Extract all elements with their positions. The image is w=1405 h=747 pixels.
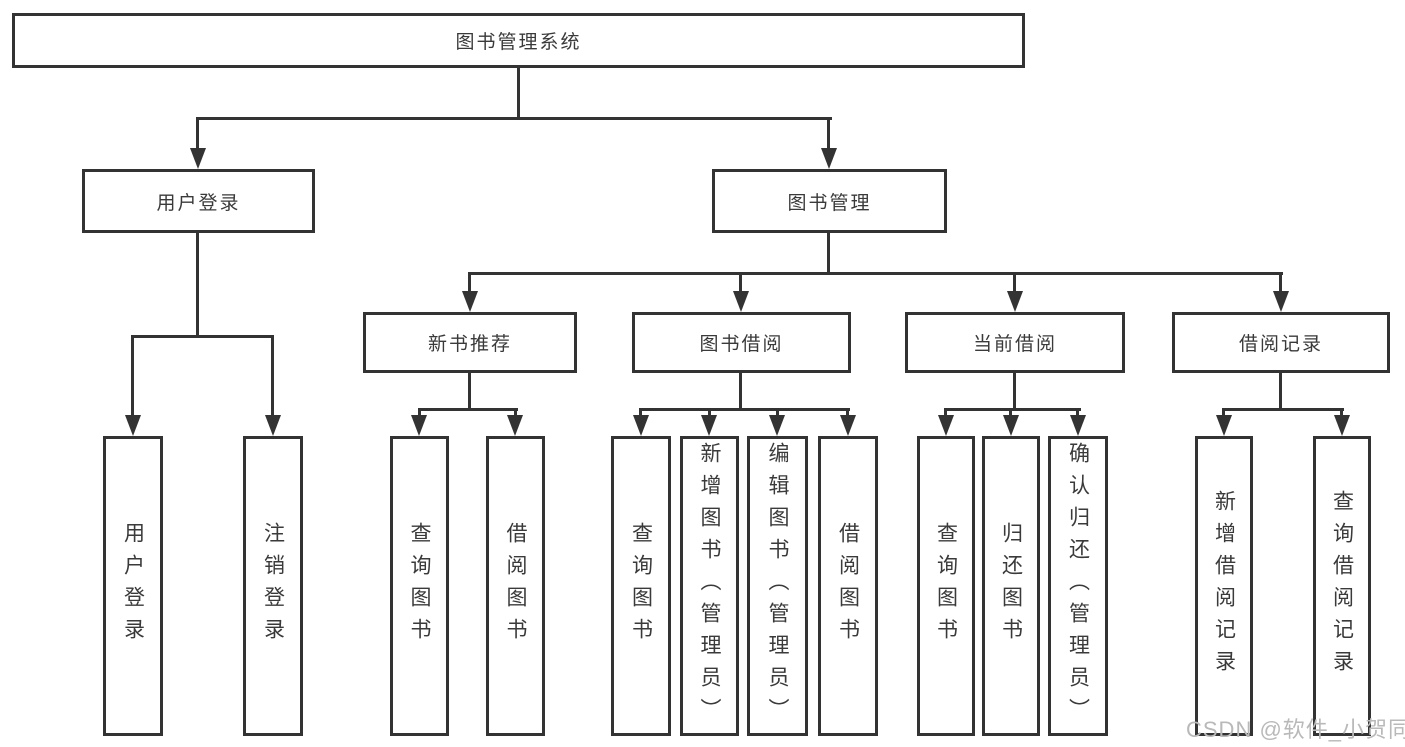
arrow-down-icon (1273, 291, 1289, 312)
connector-line (196, 117, 199, 151)
node-br-add-record: 新增借阅记录 (1195, 436, 1253, 736)
arrow-down-icon (190, 148, 206, 169)
connector-line (639, 408, 850, 411)
connector-line (468, 272, 471, 292)
arrow-down-icon (265, 415, 281, 436)
arrow-down-icon (1070, 415, 1086, 436)
connector-line (131, 335, 274, 338)
connector-line (776, 408, 779, 418)
connector-line (418, 408, 421, 418)
connector-line (708, 408, 711, 418)
node-book-mgmt: 图书管理 (712, 169, 947, 233)
connector-line (1009, 408, 1012, 418)
connector-line (739, 272, 742, 292)
node-cb-return-book: 归还图书 (982, 436, 1040, 736)
arrow-down-icon (633, 415, 649, 436)
arrow-down-icon (769, 415, 785, 436)
node-nb-borrow-book: 借阅图书 (486, 436, 545, 736)
connector-line (418, 408, 518, 411)
arrow-down-icon (411, 415, 427, 436)
arrow-down-icon (1334, 415, 1350, 436)
connector-line (1279, 272, 1282, 292)
node-bb-borrow-book: 借阅图书 (818, 436, 878, 736)
arrow-down-icon (1003, 415, 1019, 436)
node-root: 图书管理系统 (12, 13, 1025, 68)
arrow-down-icon (1216, 415, 1232, 436)
connector-line (846, 408, 849, 418)
connector-line (944, 408, 947, 418)
connector-line (1222, 408, 1225, 418)
connector-line (1013, 371, 1016, 408)
arrow-down-icon (938, 415, 954, 436)
connector-line (271, 335, 274, 417)
connector-line (196, 117, 832, 120)
connector-line (1076, 408, 1079, 418)
arrow-down-icon (1007, 291, 1023, 312)
connector-line (944, 408, 1081, 411)
connector-line (827, 230, 830, 272)
connector-line (514, 408, 517, 418)
node-logout-action: 注销登录 (243, 436, 303, 736)
node-bb-add-book-admin: 新增图书（管理员） (680, 436, 739, 736)
node-cb-query-book: 查询图书 (917, 436, 975, 736)
node-bb-edit-book-admin: 编辑图书（管理员） (747, 436, 808, 736)
connector-line (739, 371, 742, 408)
arrow-down-icon (821, 148, 837, 169)
connector-line (827, 117, 830, 151)
node-nb-query-book: 查询图书 (390, 436, 449, 736)
connector-line (639, 408, 642, 418)
connector-line (468, 371, 471, 408)
node-bb-query-book: 查询图书 (611, 436, 671, 736)
connector-line (1222, 408, 1344, 411)
node-cb-confirm-return-admin: 确认归还（管理员） (1048, 436, 1108, 736)
arrow-down-icon (125, 415, 141, 436)
arrow-down-icon (733, 291, 749, 312)
node-br-query-record: 查询借阅记录 (1313, 436, 1371, 736)
connector-line (1279, 371, 1282, 408)
connector-line (131, 335, 134, 417)
connector-line (468, 272, 1283, 275)
arrow-down-icon (840, 415, 856, 436)
connector-line (1340, 408, 1343, 418)
node-new-book-rec: 新书推荐 (363, 312, 577, 373)
node-book-borrow: 图书借阅 (632, 312, 851, 373)
node-user-login-action: 用户登录 (103, 436, 163, 736)
watermark-text: CSDN @软件_小贺同学 (1186, 717, 1405, 742)
connector-line (1013, 272, 1016, 292)
node-borrow-record: 借阅记录 (1172, 312, 1390, 373)
connector-line (196, 230, 199, 335)
node-current-borrow: 当前借阅 (905, 312, 1125, 373)
arrow-down-icon (507, 415, 523, 436)
connector-line (517, 66, 520, 117)
arrow-down-icon (701, 415, 717, 436)
arrow-down-icon (462, 291, 478, 312)
node-user-login: 用户登录 (82, 169, 315, 233)
